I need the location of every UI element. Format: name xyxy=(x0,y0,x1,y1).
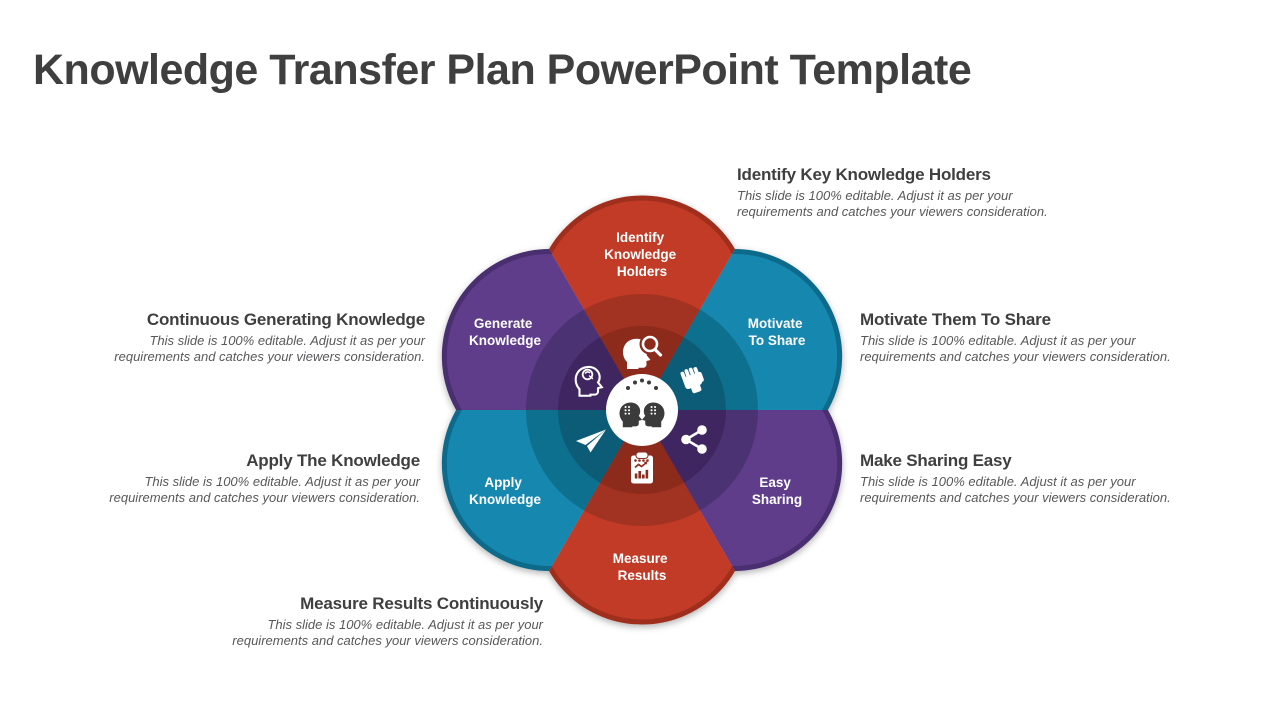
annotation-body: This slide is 100% editable. Adjust it a… xyxy=(109,474,420,505)
annotation-heading: Apply The Knowledge xyxy=(246,451,420,470)
flower-diagram: Identify Knowledge Holders Motivate To S… xyxy=(441,195,843,625)
petal-label-motivate: Motivate To Share xyxy=(748,316,807,348)
petal-label-measure: Measure Results xyxy=(613,551,672,583)
annotation-identify-key-knowledge-holders: Identify Key Knowledge Holders This slid… xyxy=(737,165,1067,220)
annotation-body: This slide is 100% editable. Adjust it a… xyxy=(860,474,1171,505)
petal-label-identify: Identify Knowledge Holders xyxy=(604,230,680,279)
annotation-body: This slide is 100% editable. Adjust it a… xyxy=(860,333,1171,364)
petal-label-easy-sharing: Easy Sharing xyxy=(752,475,802,507)
petal-label-generate: Generate Knowledge xyxy=(469,316,541,348)
petal-label-apply: Apply Knowledge xyxy=(469,475,541,507)
annotation-measure-results-continuously: Measure Results Continuously This slide … xyxy=(213,594,543,649)
clipboard-chart-icon xyxy=(631,451,653,484)
page-title: Knowledge Transfer Plan PowerPoint Templ… xyxy=(33,46,972,94)
annotation-body: This slide is 100% editable. Adjust it a… xyxy=(232,617,543,648)
annotation-make-sharing-easy: Make Sharing Easy This slide is 100% edi… xyxy=(860,451,1190,506)
annotation-heading: Measure Results Continuously xyxy=(300,594,543,613)
annotation-heading: Continuous Generating Knowledge xyxy=(146,310,425,329)
annotation-heading: Make Sharing Easy xyxy=(860,451,1012,470)
annotation-body: This slide is 100% editable. Adjust it a… xyxy=(114,333,425,364)
head-search-icon xyxy=(622,333,663,369)
raised-fist-icon xyxy=(680,366,704,394)
head-brain-icon xyxy=(574,365,604,397)
share-network-icon xyxy=(681,425,707,454)
annotation-heading: Identify Key Knowledge Holders xyxy=(737,165,991,184)
annotation-apply-the-knowledge: Apply The Knowledge This slide is 100% e… xyxy=(90,451,420,506)
annotation-continuous-generating-knowledge: Continuous Generating Knowledge This sli… xyxy=(95,310,425,365)
annotation-motivate-them-to-share: Motivate Them To Share This slide is 100… xyxy=(860,310,1190,365)
paper-plane-icon xyxy=(576,429,606,453)
annotation-heading: Motivate Them To Share xyxy=(860,310,1051,329)
annotation-body: This slide is 100% editable. Adjust it a… xyxy=(737,188,1048,219)
knowledge-exchange-icon xyxy=(606,374,678,446)
